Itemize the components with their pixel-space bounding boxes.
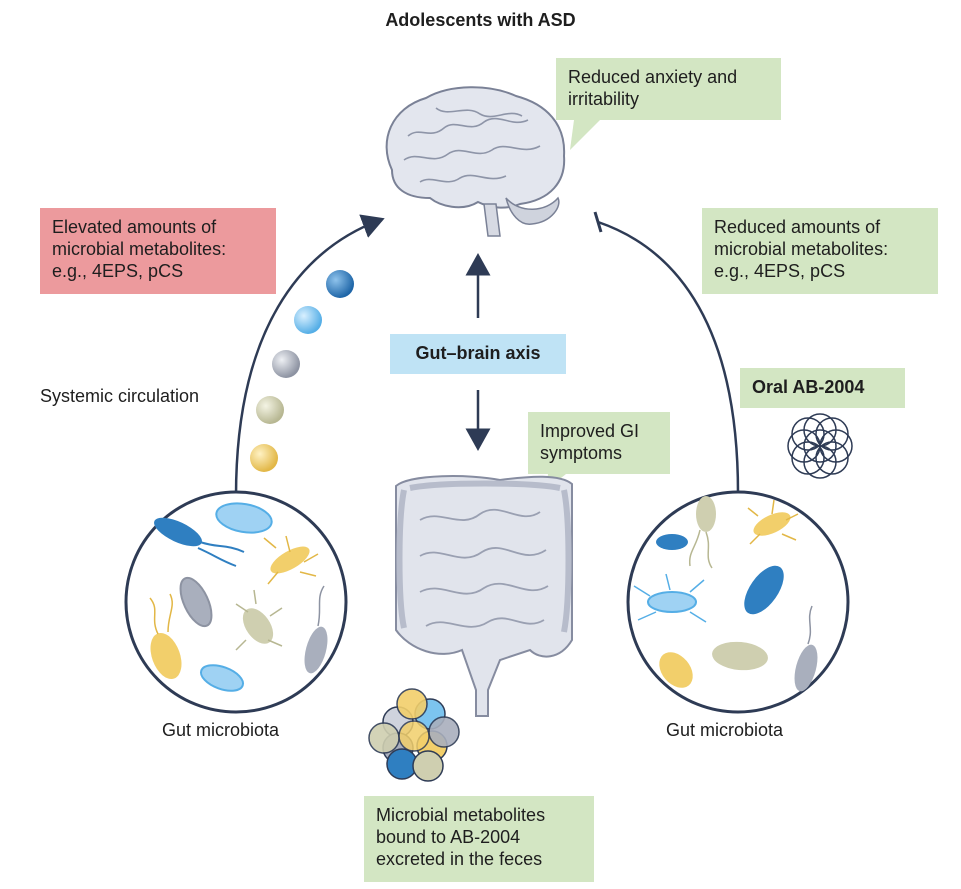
box-line: microbial metabolites: xyxy=(714,239,889,259)
oral-ab2004-box: Oral AB-2004 xyxy=(740,368,905,408)
metabolite-sphere xyxy=(326,270,354,298)
callout-line: irritability xyxy=(568,89,640,109)
systemic-circulation-label: Systemic circulation xyxy=(40,386,200,406)
callout-tail xyxy=(570,120,600,150)
ab2004-particle xyxy=(787,413,853,479)
excreted-box: Microbial metabolites bound to AB-2004 e… xyxy=(364,796,594,882)
callout-line: symptoms xyxy=(540,443,623,463)
diagram-title: Adolescents with ASD xyxy=(385,10,576,30)
ab2004-bound-particle xyxy=(368,688,460,782)
box-line: Elevated amounts of xyxy=(52,217,217,237)
box-line: bound to AB-2004 xyxy=(376,827,521,847)
systemic-circulation-arrow xyxy=(234,214,385,497)
metabolite-sphere xyxy=(256,396,284,424)
box-line: e.g., 4EPS, pCS xyxy=(52,261,184,281)
intestine-illustration xyxy=(395,475,573,717)
inhibition-bar xyxy=(593,211,603,233)
gut-microbiota-right-label: Gut microbiota xyxy=(666,720,784,740)
elevated-metabolites-box: Elevated amounts of microbial metabolite… xyxy=(40,208,276,294)
metabolite-sphere xyxy=(294,306,322,334)
gut-microbiota-right-illustration xyxy=(626,490,850,714)
box-line: microbial metabolites: xyxy=(52,239,227,259)
inhibition-arc xyxy=(597,220,740,494)
gut-brain-axis-box: Gut–brain axis xyxy=(390,334,566,374)
callout-line: Improved GI xyxy=(540,421,640,441)
metabolite-sphere xyxy=(250,444,278,472)
reduced-anxiety-callout: Reduced anxiety and irritability xyxy=(556,58,781,120)
gut-microbiota-left-label: Gut microbiota xyxy=(162,720,280,740)
box-line: e.g., 4EPS, pCS xyxy=(714,261,846,281)
callout-line: Reduced anxiety and xyxy=(568,67,738,87)
gut-microbiota-left-illustration xyxy=(124,490,348,714)
box-line: excreted in the feces xyxy=(376,849,543,869)
reduced-metabolites-box: Reduced amounts of microbial metabolites… xyxy=(702,208,938,294)
metabolite-sphere xyxy=(272,350,300,378)
improved-gi-callout: Improved GI symptoms xyxy=(528,412,670,474)
box-line: Reduced amounts of xyxy=(714,217,881,237)
brain-illustration xyxy=(385,86,566,237)
box-line: Microbial metabolites xyxy=(376,805,546,825)
